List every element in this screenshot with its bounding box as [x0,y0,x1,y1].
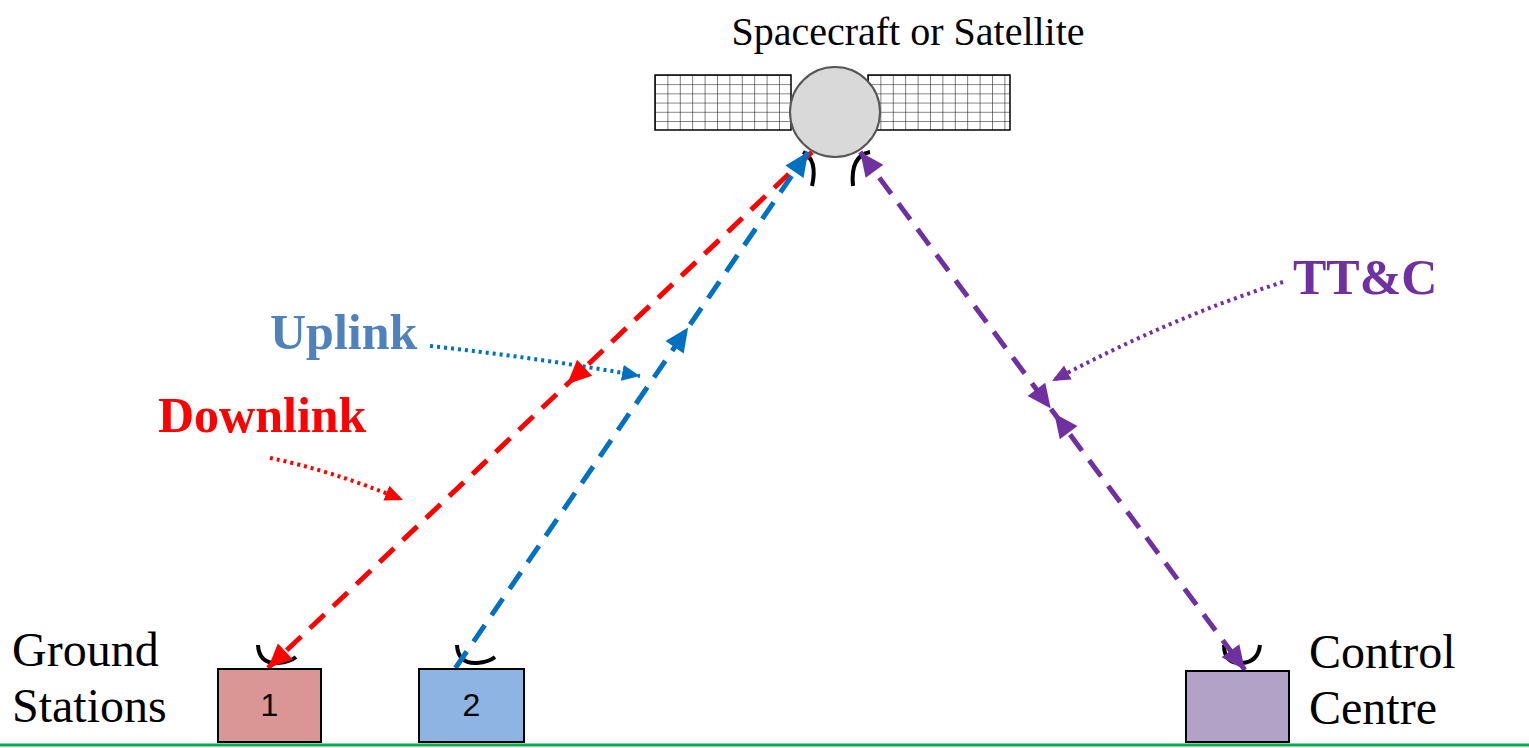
satellite-body [790,67,880,157]
link-arrow [860,152,1245,670]
solar-panel [655,75,791,130]
link-line [455,152,808,668]
link-line [860,152,1245,670]
arrow-head [1054,413,1077,439]
arrow-head [666,327,689,353]
callout-label: TT&C [1293,250,1437,305]
ground-line [0,744,1529,747]
callout-label: Ground Stations [12,622,212,734]
arrow-head [1222,644,1245,670]
control-centre-box: Control Centre [1185,670,1290,743]
solar-panel [868,75,1010,130]
node-heading: Control Centre [1309,624,1509,736]
arrow-head [860,152,883,178]
leader-line [430,346,640,376]
callout-label: Uplink [270,305,417,360]
ground-station-box: 2 [418,668,525,743]
station-number: 2 [463,688,481,723]
callout-label: Downlink [158,388,366,443]
leader-line [1052,282,1283,381]
arrow-head [268,644,293,668]
station-number: 1 [261,688,279,723]
link-arrow [455,152,808,668]
ground-station-box: 1 [217,668,322,743]
arrow-head [567,360,592,384]
arrow-head [1028,383,1051,409]
leader-line [270,458,403,500]
node-heading: Spacecraft or Satellite [731,10,1084,54]
satellite-node: Spacecraft or Satellite [790,67,880,152]
arrow-head [785,152,808,178]
